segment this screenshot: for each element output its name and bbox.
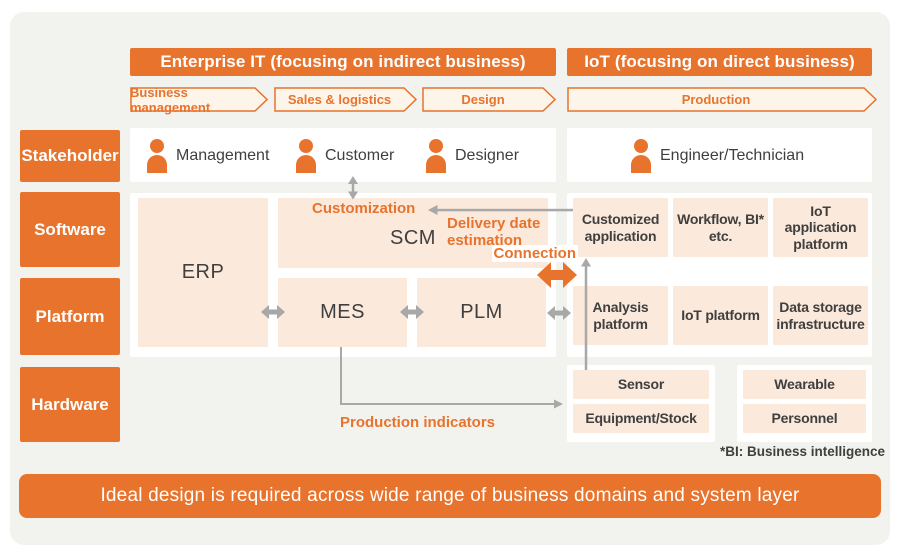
box-label: Customized application (581, 210, 660, 244)
personnel-box: Personnel (743, 404, 866, 433)
stakeholder-row-enterprise (130, 128, 556, 182)
connection-annotation: Connection (470, 245, 578, 263)
chevron-label: Design (461, 92, 505, 107)
wearable-box: Wearable (743, 370, 866, 399)
scm-label: SCM (390, 226, 436, 249)
data-storage-box: Data storage infrastructure (773, 286, 868, 345)
stakeholder-label: Management (176, 147, 270, 164)
layer-platform: Platform (20, 278, 120, 355)
bottom-banner: Ideal design is required across wide ran… (19, 474, 881, 518)
box-label: Personnel (771, 410, 838, 427)
chevron-label: Business management (130, 84, 211, 115)
analysis-platform-box: Analysis platform (573, 286, 668, 345)
box-label: Data storage infrastructure (776, 298, 865, 332)
stakeholder-engineer: Engineer/Technician (630, 136, 804, 176)
production-indicators-annotation: Production indicators (340, 414, 496, 431)
iot-application-platform-box: IoT application platform (773, 198, 868, 257)
stakeholder-customer: Customer (295, 136, 394, 176)
stakeholder-row-iot (567, 128, 872, 182)
box-label: IoT platform (681, 307, 760, 324)
layer-hardware: Hardware (20, 367, 120, 442)
layer-software: Software (20, 192, 120, 267)
stakeholder-label: Designer (455, 147, 520, 164)
stakeholder-designer: Designer (425, 136, 519, 176)
bottom-banner-text: Ideal design is required across wide ran… (100, 485, 800, 506)
enterprise-it-header: Enterprise IT (focusing on indirect busi… (130, 48, 556, 76)
box-label: Workflow, BI* etc. (677, 210, 764, 244)
layer-label: Platform (35, 306, 105, 326)
layer-label: Software (34, 219, 106, 239)
chevron-label: Sales & logistics (287, 92, 392, 107)
person-icon (631, 139, 651, 173)
chevron-business-management: Business management (130, 84, 268, 115)
chevron-label: Production (681, 92, 751, 107)
stakeholder-label: Customer (325, 147, 395, 164)
chevron-shape (130, 87, 268, 112)
delivery-date-annotation: Delivery date estimation (447, 215, 541, 249)
mes-box: MES (278, 278, 407, 347)
erp-label: ERP (181, 261, 225, 283)
layer-stakeholder: Stakeholder (20, 130, 120, 182)
erp-box: ERP (138, 198, 268, 347)
layer-label: Hardware (31, 394, 109, 414)
box-label: Analysis platform (592, 298, 649, 332)
chevron-shape (422, 87, 556, 112)
equipment-stock-box: Equipment/Stock (573, 404, 709, 433)
mes-label: MES (320, 301, 365, 323)
workflow-bi-box: Workflow, BI* etc. (673, 198, 768, 257)
box-label: IoT application platform (784, 202, 857, 252)
stakeholder-management: Management (146, 136, 269, 176)
chevron-shape (567, 87, 877, 112)
box-label: Sensor (617, 376, 665, 393)
enterprise-it-header-label: Enterprise IT (focusing on indirect busi… (160, 52, 526, 71)
person-icon (296, 139, 316, 173)
chevron-shape (274, 87, 417, 112)
person-icon (147, 139, 167, 173)
layer-label: Stakeholder (21, 146, 119, 165)
customized-application-box: Customized application (573, 198, 668, 257)
box-label: Wearable (774, 376, 835, 393)
iot-platform-box: IoT platform (673, 286, 768, 345)
box-label: Equipment/Stock (585, 410, 697, 427)
footnote-bi: *BI: Business intelligence (719, 444, 885, 459)
iot-header-label: IoT (focusing on direct business) (584, 52, 855, 71)
chevron-sales-logistics: Sales & logistics (274, 87, 417, 112)
person-icon (426, 139, 446, 173)
stakeholder-label: Engineer/Technician (660, 147, 805, 164)
connection-annotation-text: Connection (491, 245, 578, 262)
customization-annotation: Customization (312, 200, 416, 217)
iot-header: IoT (focusing on direct business) (567, 48, 872, 76)
scm-label-wrap: SCM (383, 227, 443, 249)
chevron-production: Production (567, 87, 877, 112)
plm-label: PLM (460, 301, 503, 323)
plm-box: PLM (417, 278, 546, 347)
sensor-box: Sensor (573, 370, 709, 399)
chevron-design: Design (422, 87, 556, 112)
